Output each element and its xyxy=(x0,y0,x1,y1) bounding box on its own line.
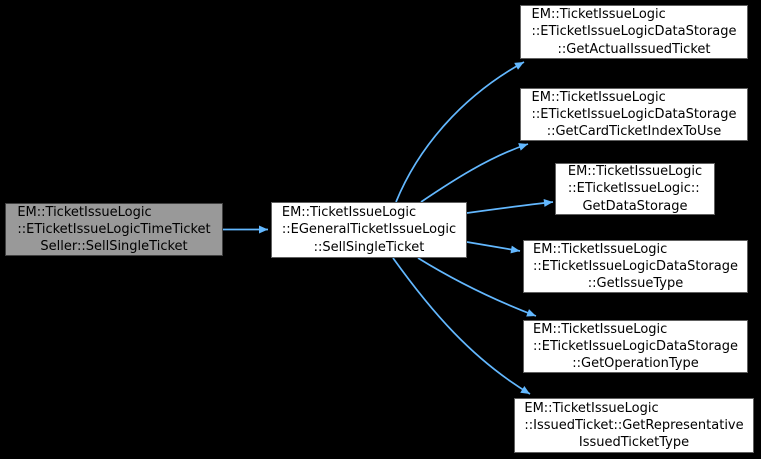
node-get-representative-issued-ticket-type[interactable]: EM::TicketIssueLogic ::IssuedTicket::Get… xyxy=(514,398,754,453)
node-label-line: ::GetActualIssuedTicket xyxy=(557,41,711,57)
node-label-line: EM::TicketIssueLogic xyxy=(281,205,417,221)
node-label-line: IssuedTicketType xyxy=(578,435,690,451)
node-label: EM::TicketIssueLogic ::ETicketIssueLogic… xyxy=(533,321,738,373)
edge-to-get-issue-type xyxy=(466,241,521,254)
node-label-line: Seller::SellSingleTicket xyxy=(40,239,188,255)
node-label-line: ::GetIssueType xyxy=(587,276,684,292)
node-label: EM::TicketIssueLogic ::IssuedTicket::Get… xyxy=(524,400,743,452)
node-label-line: ::ETicketIssueLogicDataStorage xyxy=(533,338,738,354)
node-label-line: ::IssuedTicket::GetRepresentative xyxy=(524,417,744,433)
node-label-line: ::ETicketIssueLogic:: xyxy=(567,181,700,197)
node-label-line: ::ETicketIssueLogicDataStorage xyxy=(533,258,738,274)
node-label-line: GetDataStorage xyxy=(582,198,688,214)
node-label: EM::TicketIssueLogic ::ETicketIssueLogic… xyxy=(568,163,702,215)
node-label-line: EM::TicketIssueLogic xyxy=(524,400,659,416)
node-label: EM::TicketIssueLogic ::ETicketIssueLogic… xyxy=(532,89,737,141)
node-label-line: ::SellSingleTicket xyxy=(313,239,425,255)
node-label: EM::TicketIssueLogic ::ETicketIssueLogic… xyxy=(17,204,210,256)
node-time-ticket-seller-sell-single-ticket: EM::TicketIssueLogic ::ETicketIssueLogic… xyxy=(5,203,223,256)
edge-to-get-card-ticket-index-to-use xyxy=(420,143,529,203)
edge-to-get-actual-issued-ticket xyxy=(395,61,525,203)
node-get-actual-issued-ticket[interactable]: EM::TicketIssueLogic ::ETicketIssueLogic… xyxy=(520,5,748,59)
node-label-line: ::GetOperationType xyxy=(572,356,699,372)
node-label-line: EM::TicketIssueLogic xyxy=(533,241,668,257)
node-label-line: EM::TicketIssueLogic xyxy=(567,164,703,180)
node-label-line: ::ETicketIssueLogicDataStorage xyxy=(531,106,737,122)
node-get-issue-type[interactable]: EM::TicketIssueLogic ::ETicketIssueLogic… xyxy=(523,240,748,293)
edge-to-get-data-storage xyxy=(466,199,554,214)
node-label-line: ::GetCardTicketIndexToUse xyxy=(546,124,722,140)
node-label-line: ::ETicketIssueLogicDataStorage xyxy=(531,24,737,40)
node-label-line: EM::TicketIssueLogic xyxy=(531,7,666,23)
node-label: EM::TicketIssueLogic ::ETicketIssueLogic… xyxy=(532,6,737,58)
node-label-line: ::EGeneralTicketIssueLogic xyxy=(281,222,457,238)
edge-to-get-representative-issued-ticket-type xyxy=(392,257,531,395)
node-get-data-storage[interactable]: EM::TicketIssueLogic ::ETicketIssueLogic… xyxy=(555,163,715,215)
node-label-line: EM::TicketIssueLogic xyxy=(17,204,152,220)
node-label-line: ::ETicketIssueLogicTimeTicket xyxy=(17,221,211,237)
node-label: EM::TicketIssueLogic ::EGeneralTicketIss… xyxy=(282,204,456,256)
node-label-line: EM::TicketIssueLogic xyxy=(533,321,668,337)
node-get-operation-type[interactable]: EM::TicketIssueLogic ::ETicketIssueLogic… xyxy=(523,320,748,373)
node-label-line: EM::TicketIssueLogic xyxy=(531,89,666,105)
node-label: EM::TicketIssueLogic ::ETicketIssueLogic… xyxy=(533,241,738,293)
edge-to-get-operation-type xyxy=(417,257,537,317)
node-general-sell-single-ticket[interactable]: EM::TicketIssueLogic ::EGeneralTicketIss… xyxy=(271,202,467,258)
node-get-card-ticket-index-to-use[interactable]: EM::TicketIssueLogic ::ETicketIssueLogic… xyxy=(520,88,748,141)
